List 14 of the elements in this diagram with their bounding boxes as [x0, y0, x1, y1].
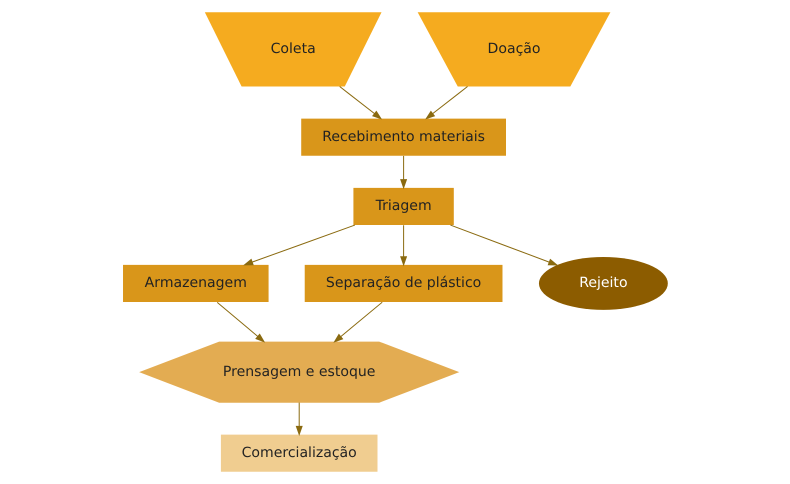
arrow	[332, 302, 382, 343]
arrow	[295, 402, 302, 436]
arrow	[242, 224, 355, 266]
node-box: Armazenagem	[122, 264, 268, 302]
node-box: Triagem	[352, 188, 454, 226]
node-box: Separação de plástico	[304, 264, 502, 302]
arrow	[424, 86, 468, 120]
node-box: Recebimento materiais	[300, 118, 506, 156]
node-box: Comercialização	[220, 434, 377, 472]
arrow	[338, 86, 382, 120]
arrow	[450, 224, 558, 266]
arrow	[400, 156, 407, 190]
arrow	[216, 302, 265, 343]
arrow	[400, 225, 407, 266]
